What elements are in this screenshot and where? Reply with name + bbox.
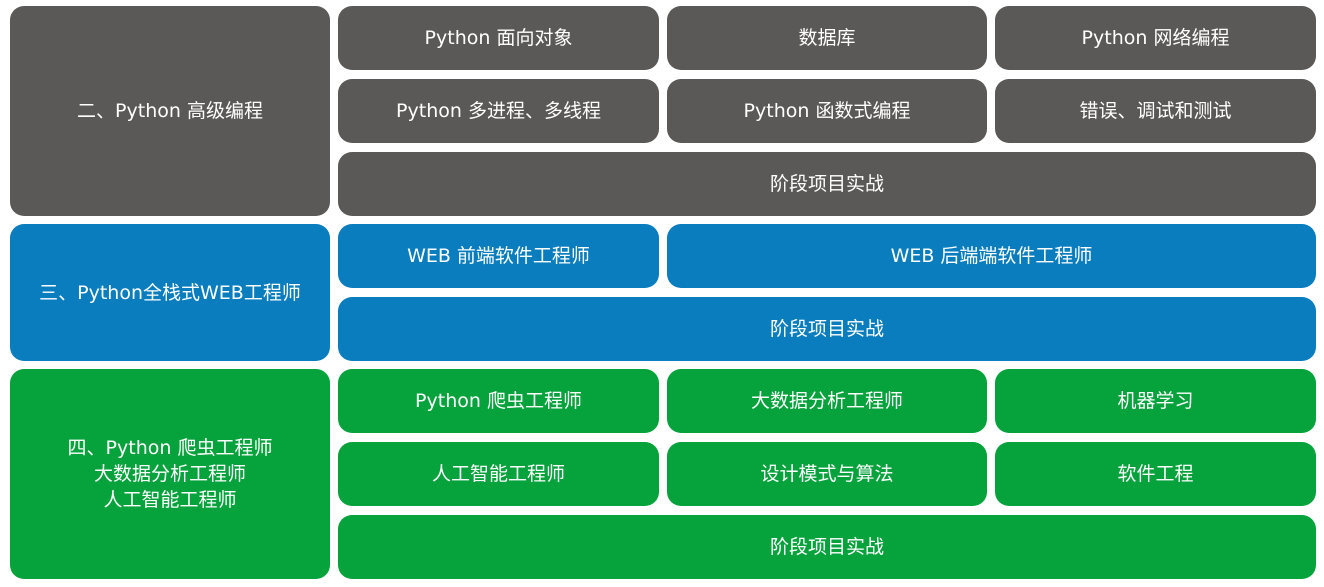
topic-stage-project-ai: 阶段项目实战 bbox=[338, 515, 1316, 579]
topic-stage-project-advanced: 阶段项目实战 bbox=[338, 152, 1316, 216]
section-fullstack-web-title: 三、Python全栈式WEB工程师 bbox=[10, 224, 330, 361]
section-advanced-programming-title: 二、Python 高级编程 bbox=[10, 6, 330, 216]
topic-multiprocess-multithread: Python 多进程、多线程 bbox=[338, 79, 659, 143]
topic-database: 数据库 bbox=[667, 6, 987, 70]
topic-software-engineering: 软件工程 bbox=[995, 442, 1316, 506]
topic-errors-debugging-testing: 错误、调试和测试 bbox=[995, 79, 1316, 143]
topic-stage-project-web: 阶段项目实战 bbox=[338, 297, 1316, 361]
topic-ai-engineer: 人工智能工程师 bbox=[338, 442, 659, 506]
topic-python-oop: Python 面向对象 bbox=[338, 6, 659, 70]
topic-design-patterns-algorithms: 设计模式与算法 bbox=[667, 442, 987, 506]
topic-python-crawler-engineer: Python 爬虫工程师 bbox=[338, 369, 659, 433]
topic-python-network-programming: Python 网络编程 bbox=[995, 6, 1316, 70]
topic-machine-learning: 机器学习 bbox=[995, 369, 1316, 433]
topic-big-data-analysis-engineer: 大数据分析工程师 bbox=[667, 369, 987, 433]
section-crawler-bigdata-ai-title: 四、Python 爬虫工程师 大数据分析工程师 人工智能工程师 bbox=[10, 369, 330, 579]
topic-web-backend-engineer: WEB 后端端软件工程师 bbox=[667, 224, 1316, 288]
topic-functional-programming: Python 函数式编程 bbox=[667, 79, 987, 143]
topic-web-frontend-engineer: WEB 前端软件工程师 bbox=[338, 224, 659, 288]
